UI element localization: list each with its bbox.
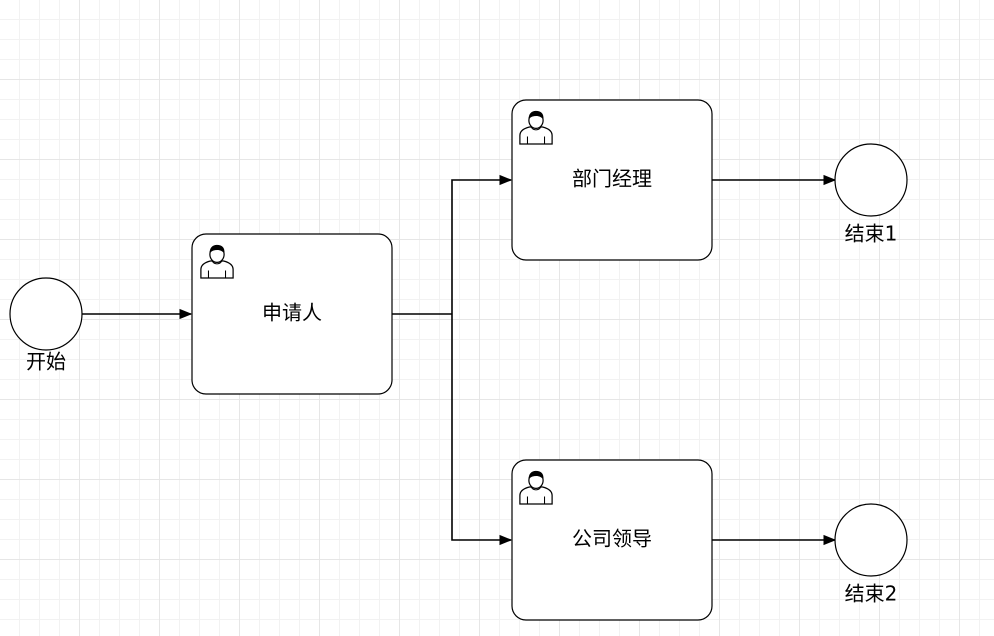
user-task-company-leader[interactable]: 公司领导 <box>511 459 713 621</box>
task-company-leader-box[interactable] <box>511 459 713 621</box>
task-company-leader-label: 公司领导 <box>572 527 652 551</box>
user-task-applicant[interactable]: 申请人 <box>191 233 393 395</box>
end-event-1-label: 结束1 <box>845 222 898 246</box>
end-event-2[interactable]: 结束2 <box>834 503 908 606</box>
start-event-label: 开始 <box>26 350 66 374</box>
task-applicant-label: 申请人 <box>262 301 322 325</box>
sequence-flows <box>82 174 837 546</box>
end-event-1-circle[interactable] <box>834 143 908 217</box>
end-event-2-label: 结束2 <box>845 582 898 606</box>
task-dept-manager-box[interactable] <box>511 99 713 261</box>
end-event-1[interactable]: 结束1 <box>834 143 908 246</box>
user-task-dept-manager[interactable]: 部门经理 <box>511 99 713 261</box>
start-event-circle[interactable] <box>9 277 83 351</box>
flow-to-company-leader[interactable] <box>451 314 513 546</box>
start-event[interactable]: 开始 <box>9 277 83 374</box>
end-event-2-circle[interactable] <box>834 503 908 577</box>
flow-to-dept-manager[interactable] <box>451 174 513 314</box>
task-applicant-box[interactable] <box>191 233 393 395</box>
task-dept-manager-label: 部门经理 <box>572 167 652 191</box>
